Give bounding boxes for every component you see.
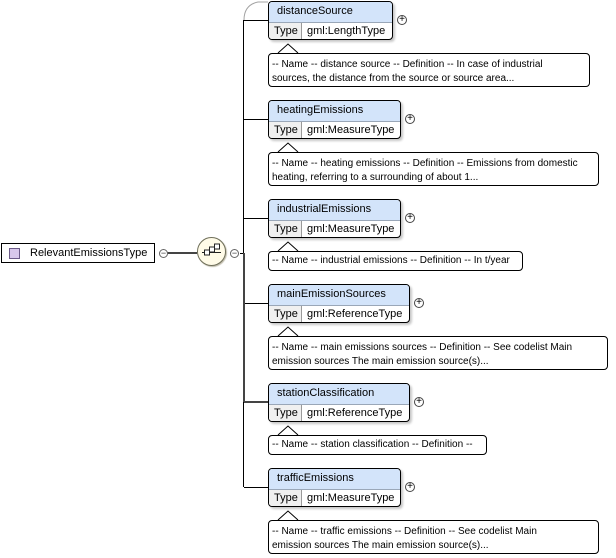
type-key: Type: [269, 221, 302, 237]
doc-station-classification: -- Name -- station classification -- Def…: [268, 435, 487, 455]
type-key: Type: [269, 490, 302, 506]
doc-industrial-emissions: -- Name -- industrial emissions -- Defin…: [268, 251, 523, 271]
element-name: stationClassification: [269, 384, 409, 405]
element-type-row: Type gml:MeasureType: [269, 122, 400, 138]
element-type-row: Type gml:ReferenceType: [269, 405, 409, 421]
element-type-row: Type gml:LengthType: [269, 23, 392, 39]
element-name: heatingEmissions: [269, 101, 400, 122]
element-type-row: Type gml:ReferenceType: [269, 306, 409, 322]
element-name: mainEmissionSources: [269, 285, 409, 306]
type-value: gml:LengthType: [307, 25, 386, 37]
attribute-type-icon: [9, 247, 20, 259]
type-key: Type: [269, 405, 302, 421]
sequence-compositor-icon[interactable]: [197, 237, 226, 266]
doc-main-emission-sources: -- Name -- main emissions sources -- Def…: [268, 336, 608, 370]
element-main-emission-sources[interactable]: mainEmissionSources Type gml:ReferenceTy…: [268, 284, 410, 323]
doc-traffic-emissions: -- Name -- traffic emissions -- Definiti…: [268, 520, 599, 554]
type-key: Type: [269, 23, 302, 39]
element-name: distanceSource: [269, 2, 392, 23]
doc-line: -- Name -- distance source -- Definition…: [272, 59, 543, 70]
element-heating-emissions[interactable]: heatingEmissions Type gml:MeasureType: [268, 100, 401, 139]
expand-traffic-emissions-icon[interactable]: +: [405, 482, 415, 492]
doc-line: -- Name -- main emissions sources -- Def…: [272, 342, 573, 353]
expand-station-classification-icon[interactable]: +: [414, 397, 424, 407]
element-distance-source[interactable]: distanceSource Type gml:LengthType: [268, 1, 393, 40]
doc-line: -- Name -- heating emissions -- Definiti…: [272, 158, 578, 169]
element-name: trafficEmissions: [269, 469, 400, 490]
type-value: gml:ReferenceType: [307, 308, 403, 320]
doc-line: sources, the distance from the source or…: [272, 73, 515, 84]
expand-industrial-emissions-icon[interactable]: +: [405, 213, 415, 223]
element-traffic-emissions[interactable]: trafficEmissions Type gml:MeasureType: [268, 468, 401, 507]
type-key: Type: [269, 306, 302, 322]
type-value: gml:ReferenceType: [307, 407, 403, 419]
root-type-name: RelevantEmissionsType: [30, 247, 148, 259]
element-type-row: Type gml:MeasureType: [269, 221, 400, 237]
root-type-box[interactable]: RelevantEmissionsType: [1, 243, 155, 263]
doc-line: emission sources The main emission sourc…: [272, 356, 489, 367]
type-value: gml:MeasureType: [307, 124, 395, 136]
root-collapse-icon[interactable]: −: [159, 248, 168, 258]
element-name: industrialEmissions: [269, 200, 400, 221]
doc-line: emission sources The main emission sourc…: [272, 540, 489, 551]
element-industrial-emissions[interactable]: industrialEmissions Type gml:MeasureType: [268, 199, 401, 238]
type-value: gml:MeasureType: [307, 223, 395, 235]
element-station-classification[interactable]: stationClassification Type gml:Reference…: [268, 383, 410, 422]
doc-line: -- Name -- traffic emissions -- Definiti…: [272, 526, 537, 537]
sequence-collapse-icon[interactable]: −: [230, 248, 239, 258]
expand-distance-source-icon[interactable]: +: [397, 15, 407, 25]
type-key: Type: [269, 122, 302, 138]
doc-line: -- Name -- industrial emissions -- Defin…: [272, 255, 510, 266]
doc-line: -- Name -- station classification -- Def…: [272, 439, 473, 450]
doc-line: heating, referring to a surrounding of a…: [272, 172, 479, 183]
doc-heating-emissions: -- Name -- heating emissions -- Definiti…: [268, 152, 599, 186]
expand-heating-emissions-icon[interactable]: +: [405, 114, 415, 124]
type-value: gml:MeasureType: [307, 492, 395, 504]
doc-distance-source: -- Name -- distance source -- Definition…: [268, 53, 590, 87]
expand-main-emission-sources-icon[interactable]: +: [414, 298, 424, 308]
element-type-row: Type gml:MeasureType: [269, 490, 400, 506]
